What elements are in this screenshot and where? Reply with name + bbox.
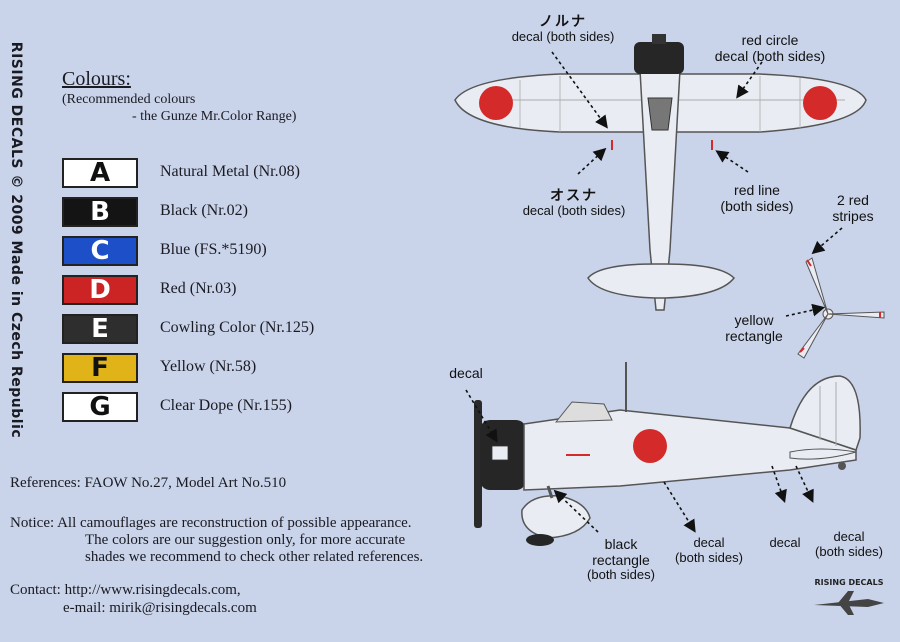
notice-line-3: shades we recommend to check other relat… (85, 549, 424, 565)
hinomaru-left-wing (479, 86, 513, 120)
callout-red-circle: red circle decal (both sides) (714, 32, 826, 65)
contact-url: Contact: http://www.risingdecals.com, (10, 582, 241, 598)
colour-label-g: Clear Dope (Nr.155) (160, 397, 292, 414)
callout-decal-small: decal (769, 535, 801, 550)
callout-side-decal: decal (449, 365, 483, 381)
colours-subtitle: (Recommended colours (62, 92, 196, 107)
colour-label-b: Black (Nr.02) (160, 202, 248, 219)
colour-swatch-a: A (62, 158, 138, 188)
hinomaru-right-wing (803, 86, 837, 120)
callout-red-line: red line (both sides) (720, 182, 794, 215)
notice-line-2: The colors are our suggestion only, for … (85, 532, 406, 548)
colour-swatch-g: G (62, 392, 138, 422)
colour-label-d: Red (Nr.03) (160, 280, 237, 297)
colour-swatch-f: F (62, 353, 138, 383)
colour-swatch-e: E (62, 314, 138, 344)
callout-decal-both: decal (both sides) (675, 535, 743, 565)
contact-email: e-mail: mirik@risingdecals.com (63, 600, 257, 616)
notice-line-1: Notice: All camouflages are reconstructi… (10, 515, 412, 531)
rising-decals-logo: RISING DECALS (808, 578, 890, 622)
colour-swatch-c: C (62, 236, 138, 266)
callout-black-rectangle: black rectangle (both sides) (587, 536, 655, 583)
callout-red-stripes: 2 red stripes (832, 192, 874, 225)
colour-label-c: Blue (FS.*5190) (160, 241, 267, 258)
cowling-top (634, 42, 684, 74)
side-view-aircraft (474, 362, 861, 546)
propeller-drawing (797, 257, 885, 359)
callout-decal-right: decal (both sides) (815, 529, 883, 559)
top-view-aircraft (454, 34, 867, 311)
colours-title: Colours: (62, 68, 131, 90)
callout-yellow-rectangle: yellow rectangle (725, 312, 783, 345)
colour-label-a: Natural Metal (Nr.08) (160, 163, 300, 180)
colour-swatch-b: B (62, 197, 138, 227)
colour-swatch-d: D (62, 275, 138, 305)
colour-label-f: Yellow (Nr.58) (160, 358, 257, 375)
logo-plane-icon (814, 591, 884, 615)
callout-osuna: オスナ decal (both sides) (522, 188, 626, 219)
colours-subtitle-range: - the Gunze Mr.Color Range) (132, 109, 297, 124)
hinomaru-fuselage (633, 429, 667, 463)
references: References: FAOW No.27, Model Art No.510 (10, 475, 287, 491)
colour-label-e: Cowling Color (Nr.125) (160, 319, 315, 336)
callout-norna: ノルナ decal (both sides) (511, 14, 615, 45)
